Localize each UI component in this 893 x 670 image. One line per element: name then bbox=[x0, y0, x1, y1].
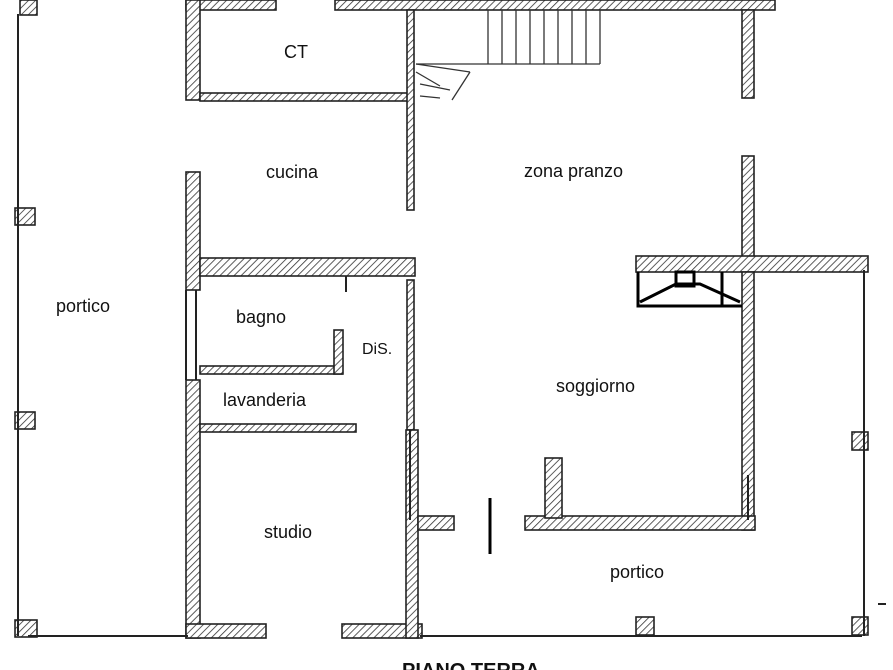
label-cucina: cucina bbox=[266, 162, 319, 182]
wall-bottom-mid bbox=[341, 623, 423, 639]
plan-title: PIANO TERRA bbox=[402, 660, 540, 670]
wall-bottom-studio bbox=[185, 623, 267, 639]
label-portico-bottom: portico bbox=[610, 562, 664, 582]
wall-stub-420 bbox=[417, 515, 455, 531]
wall-v190-low bbox=[185, 379, 201, 639]
wall-bagno-right bbox=[333, 329, 344, 375]
label-studio: studio bbox=[264, 522, 312, 542]
wall-bagno-bottom bbox=[199, 365, 343, 375]
label-ct: CT bbox=[284, 42, 308, 62]
wall-v420-low bbox=[405, 429, 419, 639]
wall-right-top bbox=[741, 9, 755, 99]
wall-v410-top bbox=[406, 9, 415, 211]
pillar-right-1 bbox=[851, 431, 869, 451]
fireplace bbox=[636, 270, 742, 308]
wall-v190-mid bbox=[185, 171, 201, 291]
wall-soggiorno-stub bbox=[544, 457, 563, 519]
label-dis: DiS. bbox=[362, 341, 392, 358]
wall-v190-top bbox=[185, 0, 201, 101]
pillar-left-3 bbox=[14, 619, 38, 638]
pillar-bottom bbox=[635, 616, 655, 636]
wall-ct-bottom bbox=[199, 92, 409, 102]
thin-lines bbox=[17, 14, 865, 637]
label-lavanderia: lavanderia bbox=[223, 390, 307, 410]
walls bbox=[14, 0, 869, 639]
wall-right-mid bbox=[741, 155, 755, 265]
staircase bbox=[415, 9, 610, 101]
wall-top-right bbox=[334, 0, 776, 11]
pillar-right-2 bbox=[851, 616, 869, 636]
wall-soggiorno-bottom bbox=[524, 515, 756, 531]
wall-top-left bbox=[19, 0, 38, 16]
wall-soggiorno-top bbox=[635, 255, 869, 273]
label-portico-left: portico bbox=[56, 296, 110, 316]
pillar-left-2 bbox=[14, 411, 36, 430]
label-bagno: bagno bbox=[236, 307, 286, 327]
wall-v410-low bbox=[406, 279, 415, 431]
label-zona-pranzo: zona pranzo bbox=[524, 161, 623, 181]
label-soggiorno: soggiorno bbox=[556, 376, 635, 396]
pillar-left-1 bbox=[14, 207, 36, 226]
wall-lav-bottom bbox=[199, 423, 357, 433]
wall-cucina-bottom bbox=[199, 257, 416, 277]
